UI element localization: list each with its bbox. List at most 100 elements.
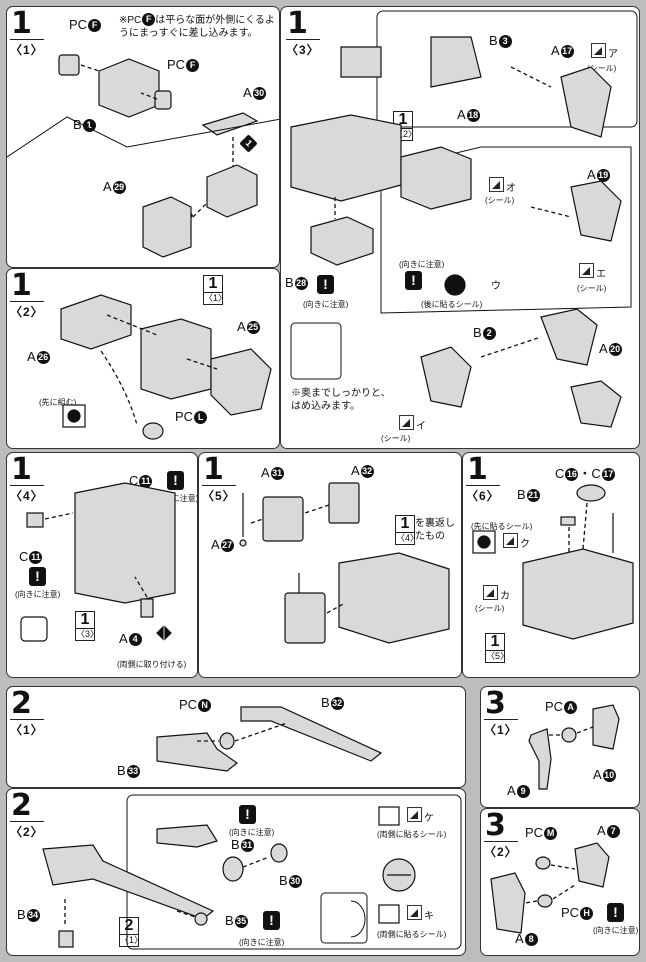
step-sub-number: 〈2〉	[10, 301, 44, 320]
first-seal-note: (先に貼るシール)	[471, 522, 533, 531]
step-sub-number: 〈1〉	[10, 719, 44, 738]
step-1-5-illustration	[239, 482, 450, 644]
orient-note: (向きに注意)	[593, 926, 639, 935]
seal-a-label: ア	[608, 49, 618, 60]
pc-f-badge: F	[142, 13, 156, 26]
step-1-1-illustration	[7, 54, 279, 258]
step-1-4-illustration	[20, 482, 176, 642]
orient-note: (向きに注意)	[399, 260, 445, 269]
orient-note: (向きに注意)	[15, 590, 61, 599]
step-number: 2	[11, 788, 32, 823]
orient-note: (向きに注意)	[239, 938, 285, 947]
seal-i-label: イ	[416, 421, 426, 432]
step-2-1-illustration	[156, 706, 383, 772]
seal-u-label: ウ	[491, 281, 501, 292]
seal-icon	[399, 415, 414, 430]
orient-note: (向きに注意)	[303, 300, 349, 309]
seal-label: (シール)	[475, 604, 505, 613]
seal-ke-label: ケ	[424, 813, 434, 824]
step-sub-number: 〈4〉	[10, 485, 44, 504]
seal-label: (シール)	[485, 196, 515, 205]
warning-icon: !	[317, 275, 334, 294]
warning-icon: !	[263, 911, 280, 930]
seal-o-label: オ	[506, 183, 516, 194]
press-note: ※奥までしっかりと、はめ込みます。	[291, 388, 391, 412]
step-2-2-illustration	[42, 794, 462, 950]
ref-2-1: 2〈1〉	[119, 917, 144, 947]
step-number: 1	[287, 6, 308, 41]
first-assemble-note: (先に組む)	[39, 398, 77, 407]
warning-icon: !	[607, 903, 624, 922]
both-sides-seal-note: (両側に貼るシール)	[377, 830, 447, 839]
ref-1-3: 1〈3〉	[75, 611, 100, 641]
step-sub-number: 〈6〉	[466, 485, 500, 504]
step-number: 1	[11, 268, 32, 303]
step-sub-number: 〈5〉	[202, 485, 236, 504]
step-1-2-illustration	[60, 294, 272, 440]
warning-icon: !	[405, 271, 422, 290]
orient-note: (向きに注意)	[229, 828, 275, 837]
seal-icon	[591, 43, 606, 58]
seal-icon	[407, 905, 422, 920]
ref-1-4: 1〈4〉	[395, 515, 420, 545]
step-1-3-illustration	[290, 10, 638, 428]
ref-1-5: 1〈5〉	[485, 633, 510, 663]
warning-icon: !	[167, 471, 184, 490]
seal-e-label: エ	[596, 269, 606, 280]
after-seal-note: (後に貼るシール)	[421, 300, 483, 309]
seal-ki-label: キ	[424, 911, 434, 922]
seal-icon	[503, 533, 518, 548]
seal-label: (シール)	[381, 434, 411, 443]
step-sub-number: 〈2〉	[10, 821, 44, 840]
seal-icon	[483, 585, 498, 600]
flipped-note: を裏返したもの	[415, 518, 455, 542]
step-number: 2	[11, 686, 32, 721]
seal-label: (シール)	[587, 64, 617, 73]
step-3-1-illustration	[528, 704, 620, 790]
step-sub-number: 〈2〉	[484, 841, 518, 860]
step-number: 1	[467, 452, 488, 487]
step-1-4-panel: 1 〈4〉 C11 ! (向きに注意) C11 ! (向きに注意) 1〈3〉 A…	[6, 452, 198, 678]
seal-icon	[489, 177, 504, 192]
warning-icon: !	[239, 805, 256, 824]
